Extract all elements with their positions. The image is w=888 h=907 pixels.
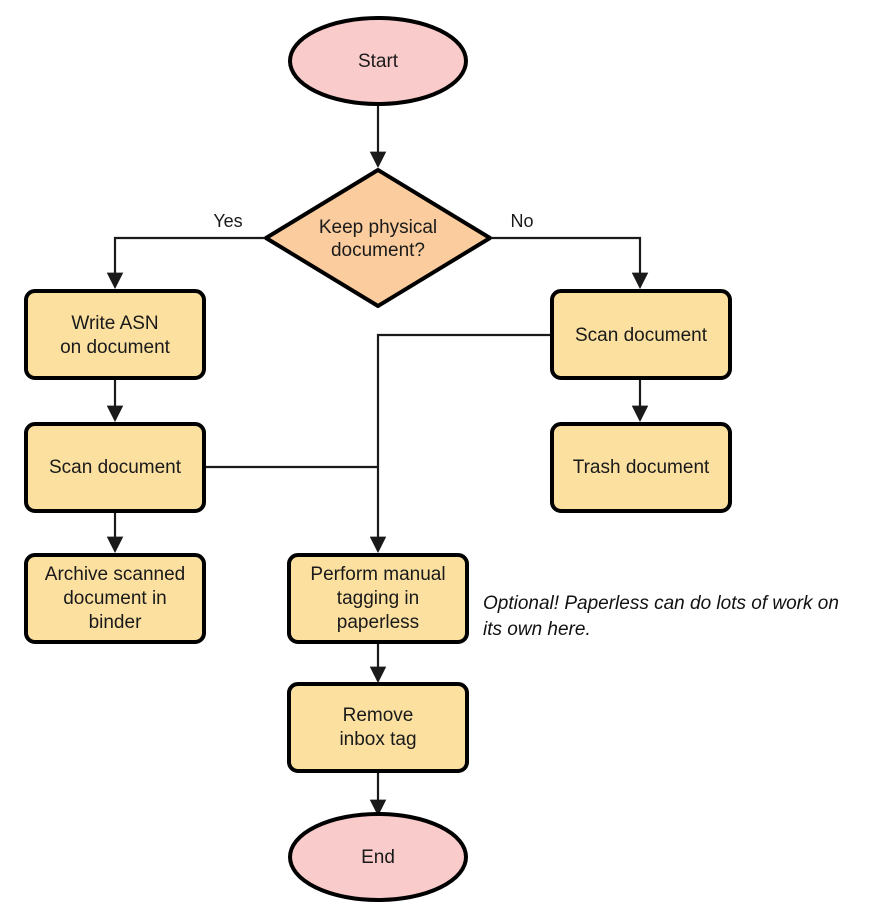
node-trash-document[interactable]: Trash document xyxy=(550,422,732,513)
node-start[interactable]: Start xyxy=(288,16,468,106)
node-remove-inbox-tag[interactable]: Remove inbox tag xyxy=(287,682,469,773)
annotation-optional-note: Optional! Paperless can do lots of work … xyxy=(483,593,839,640)
edge-scan-right-to-tagging xyxy=(369,333,552,554)
node-scan-document-left[interactable]: Scan document xyxy=(24,422,206,513)
node-decision-keep-physical-document[interactable]: Keep physical document? xyxy=(264,168,492,308)
node-scan-document-right[interactable]: Scan document xyxy=(550,289,732,380)
annotation-line1: Optional! Paperless can do lots of work … xyxy=(483,593,839,614)
annotation-line2: its own here. xyxy=(483,619,591,640)
node-archive-scanned-document[interactable]: Archive scanned document in binder xyxy=(24,553,206,644)
edge-label-yes: Yes xyxy=(213,211,242,231)
node-perform-manual-tagging[interactable]: Perform manual tagging in paperless xyxy=(287,553,469,644)
node-write-asn-on-document[interactable]: Write ASN on document xyxy=(24,289,206,380)
node-end[interactable]: End xyxy=(288,812,468,902)
edge-decision-no-to-scan-right xyxy=(492,236,649,290)
edge-label-no: No xyxy=(510,211,533,231)
edge-decision-yes-to-write-asn xyxy=(106,236,264,290)
